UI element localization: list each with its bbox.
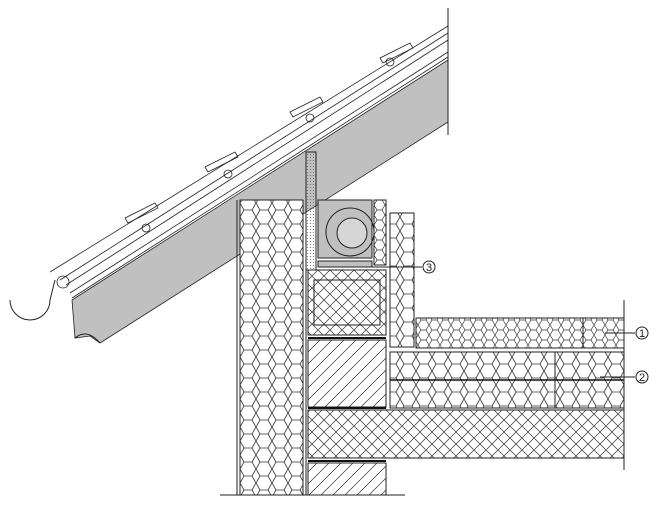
ring-beam-insulation [389,212,415,348]
gutter [9,279,56,321]
svg-text:2: 2 [639,372,645,384]
rafter-end-wave [74,333,101,344]
ring-beam [307,269,387,336]
svg-text:3: 3 [426,262,432,274]
svg-text:1: 1 [639,328,645,340]
callout-1: 1 [605,326,649,340]
vapor-layer [305,151,317,271]
floor-slab [307,409,625,459]
roof-tiles [49,25,449,299]
masonry-block [307,339,387,408]
callout-3: 3 [343,260,436,274]
callout-2: 2 [600,370,649,384]
floor-layer-1 [415,317,625,349]
side-insulation [373,199,387,266]
lower-masonry-block [307,462,387,496]
